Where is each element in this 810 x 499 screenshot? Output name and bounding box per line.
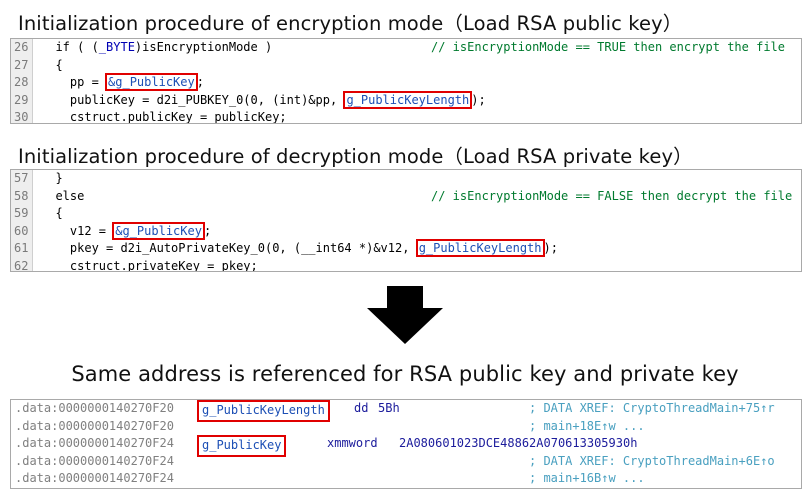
xref-comment: ; DATA XREF: CryptoThreadMain+75↑r — [529, 401, 775, 415]
operand: 2A080601023DCE48862A070613305930h — [399, 436, 638, 451]
code-text: pkey = d2i_AutoPrivateKey_0(0, (__int64 … — [41, 239, 558, 257]
code-line: 27 { — [11, 56, 801, 74]
disassembly-line: .data:0000000140270F24 ; DATA XREF: Crypt… — [11, 453, 801, 471]
disassembly-line: .data:0000000140270F24 g_PublicKey xmmword… — [11, 435, 801, 457]
code-text: publicKey = d2i_PUBKEY_0(0, (int)&pp, g_… — [41, 90, 486, 109]
symbol-name: g_PublicKeyLength — [197, 400, 330, 422]
decryption-heading: Initialization procedure of decryption m… — [18, 145, 693, 168]
address: .data:0000000140270F20 — [15, 418, 174, 433]
xref-comment: ; DATA XREF: CryptoThreadMain+6E↑o — [529, 453, 775, 468]
code-line: 60 v12 = &g_PublicKey; — [11, 221, 801, 240]
code-line: 26 if ( (_BYTE)isEncryptionMode ) // isEn… — [11, 39, 801, 57]
code-text: cstruct.privateKey = pkey; — [41, 258, 258, 272]
decryption-code-panel: 57 }58 else// isEncryptionMode == FALSE … — [10, 169, 802, 272]
xref-comment: ; main+18E↑w ... — [529, 418, 645, 433]
line-number: 29 — [11, 91, 33, 109]
line-number: 26 — [11, 39, 33, 57]
line-number: 58 — [11, 187, 33, 205]
code-line: 28 pp = &g_PublicKey; — [11, 73, 801, 92]
code-line: 29 publicKey = d2i_PUBKEY_0(0, (int)&pp,… — [11, 90, 801, 109]
disassembly-line: .data:0000000140270F20 ; main+18E↑w ... — [11, 418, 801, 436]
encryption-code-panel: 26 if ( (_BYTE)isEncryptionMode ) // isEn… — [10, 38, 802, 124]
code-comment: // isEncryptionMode == TRUE then encrypt… — [431, 40, 786, 54]
code-line: 58 else // isEncryptionMode == FALSE then… — [11, 187, 801, 205]
code-line: 57 } — [11, 170, 801, 188]
code-line: 30 cstruct.publicKey = publicKey; — [11, 109, 801, 124]
xref-comment: ; main+16B↑w ... — [529, 471, 645, 486]
line-number: 61 — [11, 240, 33, 258]
highlighted-symbol: g_PublicKeyLength — [343, 90, 473, 109]
line-number: 28 — [11, 74, 33, 92]
same-address-heading: Same address is referenced for RSA publi… — [71, 362, 739, 386]
operand: 5Bh — [378, 401, 400, 415]
encryption-heading: Initialization procedure of encryption m… — [18, 12, 683, 35]
code-line: 59 { — [11, 205, 801, 223]
line-number: 27 — [11, 56, 33, 74]
code-line: 62 cstruct.privateKey = pkey; — [11, 257, 801, 272]
disassembly-panel: .data:0000000140270F20 g_PublicKeyLength d… — [10, 399, 802, 489]
code-line: 61 pkey = d2i_AutoPrivateKey_0(0, (__int… — [11, 239, 801, 258]
address: .data:0000000140270F24 — [15, 436, 174, 451]
code-text: cstruct.publicKey = publicKey; — [41, 110, 287, 124]
highlighted-symbol: g_PublicKeyLength — [415, 239, 545, 257]
address: .data:0000000140270F24 — [15, 453, 174, 468]
symbol-name: g_PublicKey — [197, 435, 287, 457]
line-number: 30 — [11, 109, 33, 123]
code-text: { — [41, 57, 63, 72]
highlighted-symbol: &g_PublicKey — [112, 221, 205, 240]
line-number: 62 — [11, 257, 33, 271]
code-text: if ( (_BYTE)isEncryptionMode ) — [41, 40, 273, 54]
disassembly-line: .data:0000000140270F24 ; main+16B↑w ... — [11, 470, 801, 488]
code-text: } — [41, 171, 63, 185]
line-number: 59 — [11, 205, 33, 223]
code-text: pp = &g_PublicKey; — [41, 73, 204, 91]
disassembly-line: .data:0000000140270F20 g_PublicKeyLength d… — [11, 400, 801, 422]
instruction: xmmword — [327, 436, 378, 451]
address: .data:0000000140270F24 — [15, 471, 174, 486]
code-text: v12 = &g_PublicKey; — [41, 221, 212, 240]
type-keyword: _BYTE — [98, 40, 135, 54]
instruction: dd — [354, 401, 369, 415]
highlighted-symbol: &g_PublicKey — [105, 73, 198, 91]
code-text: else — [41, 188, 85, 203]
down-arrow-icon — [365, 286, 445, 350]
line-number: 60 — [11, 222, 33, 240]
address: .data:0000000140270F20 — [15, 401, 174, 415]
code-text: { — [41, 206, 63, 220]
line-number: 57 — [11, 170, 33, 188]
code-comment: // isEncryptionMode == FALSE then decryp… — [431, 188, 793, 203]
